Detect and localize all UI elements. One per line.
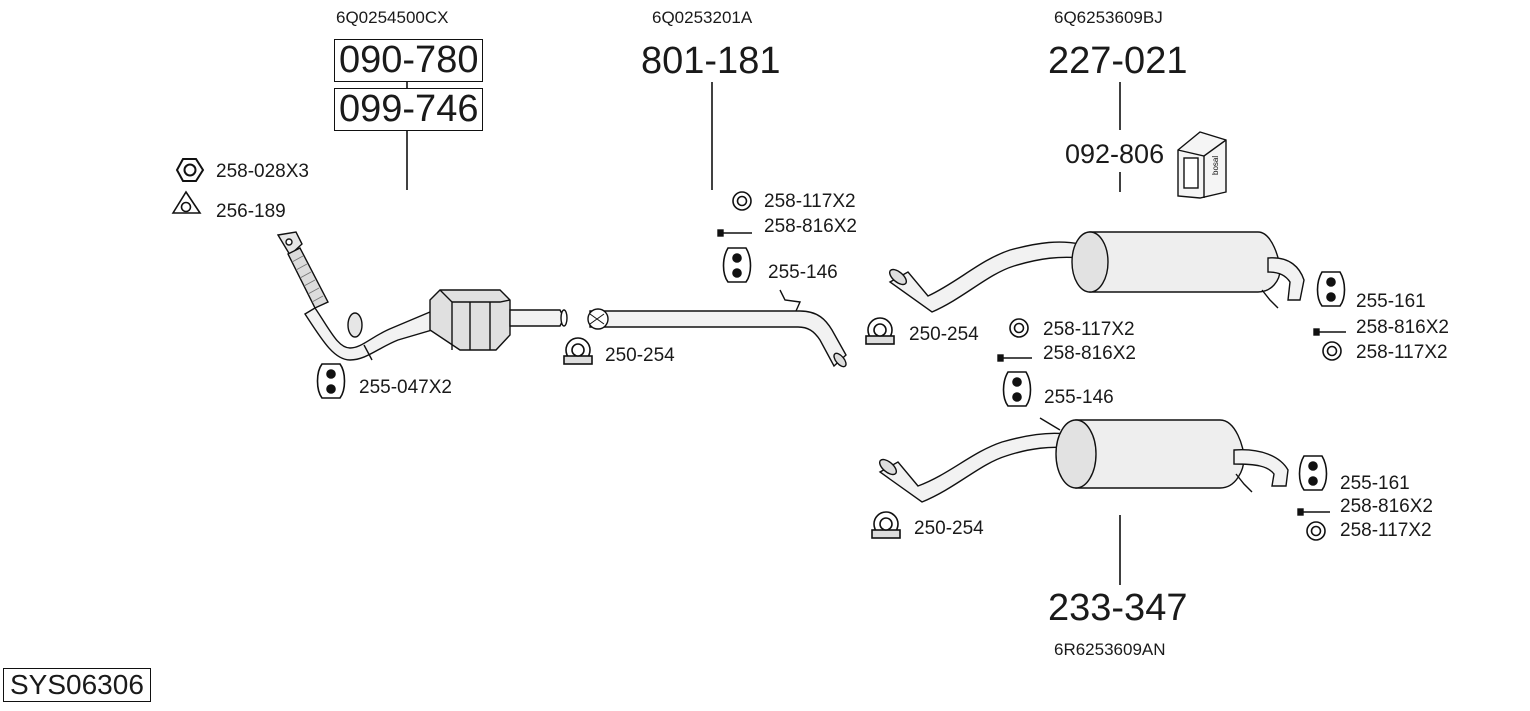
rubber-hanger-icon: [722, 247, 752, 283]
rubber-hanger-icon: [1298, 455, 1328, 491]
oem-number-front: 6Q0254500CX: [336, 8, 449, 27]
part-number-front-1[interactable]: 090-780: [334, 39, 484, 82]
bolt-icon: [1313, 328, 1346, 336]
oem-number-rear-b: 6R6253609AN: [1054, 640, 1166, 659]
fitting-bolt-label: 258-816X2: [764, 216, 857, 237]
ring-icon: [732, 191, 752, 211]
clamp-icon: [871, 511, 901, 539]
ring-icon: [1306, 521, 1326, 541]
fitting-hanger-label: 255-146: [768, 262, 838, 283]
clamp-icon: [865, 317, 895, 345]
part-number-middle[interactable]: 801-181: [641, 40, 781, 82]
system-code: SYS06306: [3, 668, 151, 702]
bolt-icon: [1297, 508, 1330, 516]
rear-silencer-b[interactable]: [877, 417, 1289, 503]
ring-icon: [1322, 341, 1342, 361]
fitting-bolt-label: 258-816X2: [1340, 496, 1433, 517]
part-number-rear-a[interactable]: 227-021: [1048, 40, 1188, 82]
fitting-clamp-label: 250-254: [914, 518, 984, 539]
nut-icon: [175, 158, 205, 182]
gasket-icon: [171, 190, 202, 214]
kit-number-rear-a[interactable]: 092-806: [1065, 139, 1165, 169]
kit-box-icon: bosal: [1177, 131, 1227, 199]
ring-icon: [1009, 318, 1029, 338]
part-number-rear-b[interactable]: 233-347: [1048, 587, 1188, 629]
fitting-bolt-label: 258-816X2: [1356, 317, 1449, 338]
fitting-hanger-label: 255-161: [1356, 291, 1426, 312]
fitting-hanger-label: 255-146: [1044, 387, 1114, 408]
oem-number-rear-a: 6Q6253609BJ: [1054, 8, 1163, 27]
rubber-hanger-icon: [1002, 371, 1032, 407]
middle-pipe[interactable]: [587, 289, 848, 369]
part-number-front-2[interactable]: 099-746: [334, 88, 484, 131]
fitting-ring-label: 258-117X2: [1340, 520, 1432, 541]
oem-number-middle: 6Q0253201A: [652, 8, 753, 27]
fitting-ring-label: 258-117X2: [1043, 319, 1135, 340]
fitting-clamp-label: 250-254: [909, 324, 979, 345]
rubber-hanger-icon: [316, 363, 346, 399]
fitting-hanger-label: 255-161: [1340, 473, 1410, 494]
clamp-icon: [563, 337, 593, 365]
rubber-hanger-icon: [1316, 271, 1346, 307]
fitting-ring-label: 258-117X2: [1356, 342, 1448, 363]
fitting-clamp-label: 250-254: [605, 345, 675, 366]
bolt-icon: [717, 229, 752, 237]
fitting-gasket-label: 256-189: [216, 201, 286, 222]
front-pipe-catalyst[interactable]: [276, 231, 568, 361]
fitting-hanger-label: 255-047X2: [359, 377, 452, 398]
leader-lines: [406, 79, 1121, 585]
bolt-icon: [997, 354, 1032, 362]
fitting-nut-label: 258-028X3: [216, 161, 309, 182]
kit-box-brand: bosal: [1211, 156, 1220, 175]
fitting-ring-label: 258-117X2: [764, 191, 856, 212]
fitting-bolt-label: 258-816X2: [1043, 343, 1136, 364]
rear-silencer-a[interactable]: [887, 231, 1305, 313]
